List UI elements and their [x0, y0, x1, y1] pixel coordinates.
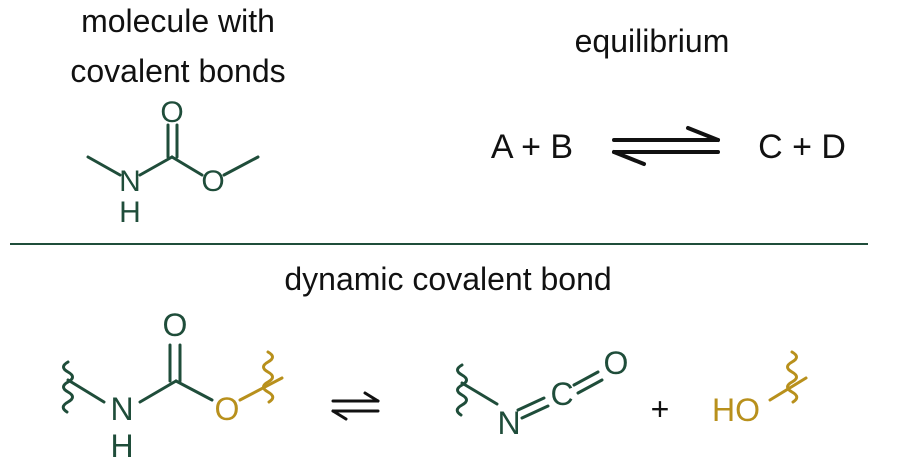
n-c-bond: [138, 379, 178, 404]
methyl-n-bond: [86, 155, 122, 177]
carbamate-molecule: [86, 123, 260, 177]
carbonyl-oxygen: O: [163, 307, 188, 343]
c-o-single-bond: [170, 155, 204, 177]
isocyanate-nitrogen: N: [497, 405, 520, 441]
reactants-label: A + B: [491, 128, 573, 166]
equilibrium-title: equilibrium: [575, 23, 730, 59]
equilibrium-arrow-icon: [612, 126, 720, 166]
molecule-title-line1: molecule with: [81, 3, 275, 39]
dynamic-carbamate: [61, 343, 284, 414]
n-c-double-bond-b: [520, 404, 550, 420]
hydroxyl-group: HO: [712, 392, 760, 428]
n-c-double-bond-a: [516, 396, 546, 412]
dynamic-bond-title: dynamic covalent bond: [284, 261, 611, 297]
o-squiggle-bond: [238, 376, 284, 402]
wavy-bond-icon: [262, 350, 275, 404]
nitrogen-atom: N: [119, 165, 141, 198]
nitrogen-atom: N: [110, 391, 133, 427]
wavy-bond-icon: [61, 360, 74, 414]
isocyanate-oxygen: O: [604, 345, 629, 381]
c-o-single-bond: [174, 379, 214, 402]
nh-hydrogen: H: [119, 196, 141, 229]
wavy-bond-icon: [455, 363, 468, 417]
isocyanate: [455, 363, 604, 420]
nh-hydrogen: H: [110, 428, 133, 464]
carbonyl-oxygen: O: [160, 96, 183, 129]
ester-oxygen: O: [201, 165, 224, 198]
alcohol-chain: [768, 350, 808, 404]
plus-sign: +: [651, 391, 670, 427]
c-o-double-bond-a: [572, 370, 600, 387]
o-methyl-bond: [222, 155, 260, 177]
molecule-title-line2: covalent bonds: [70, 53, 285, 89]
products-label: C + D: [758, 128, 846, 166]
equilibrium-arrow-icon: [331, 391, 380, 421]
squiggle-n-bond: [460, 381, 499, 406]
wavy-bond-icon: [786, 350, 799, 404]
ester-oxygen: O: [215, 391, 240, 427]
isocyanate-carbon: C: [550, 376, 573, 412]
n-c-bond: [138, 155, 174, 177]
c-o-double-bond-b: [576, 378, 604, 395]
squiggle-n-bond: [66, 378, 106, 404]
